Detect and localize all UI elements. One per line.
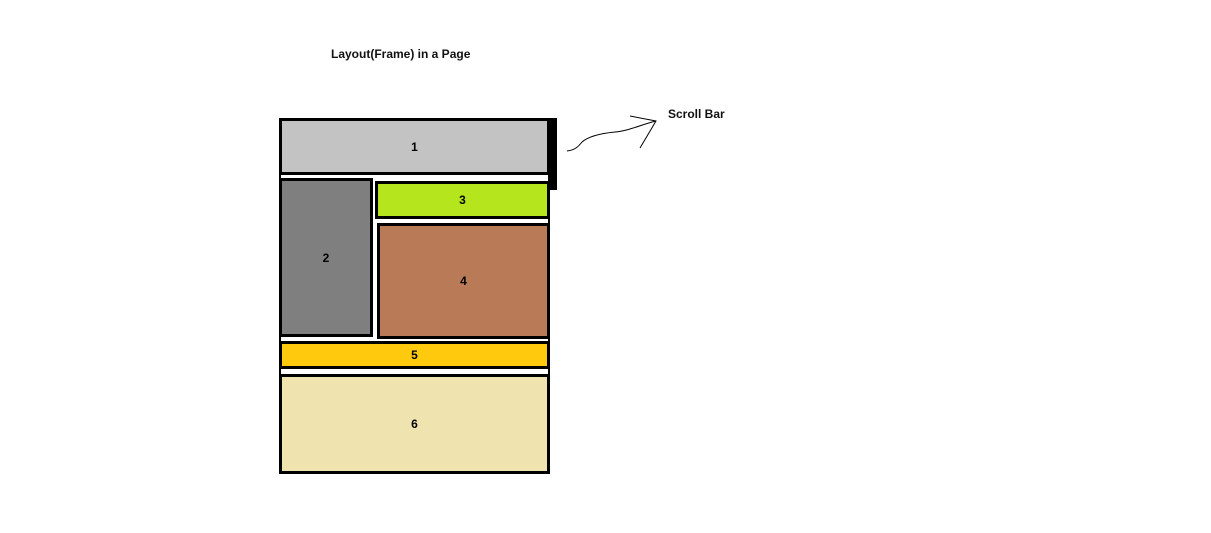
frame-2-label: 2	[322, 250, 330, 265]
frame-3-label: 3	[459, 193, 466, 207]
frame-5: 5	[279, 341, 550, 369]
frame-3: 3	[375, 181, 550, 219]
frame-6: 6	[279, 374, 550, 474]
scroll-bar[interactable]	[550, 118, 557, 190]
frame-6-label: 6	[411, 417, 418, 431]
frame-4-label: 4	[460, 274, 467, 288]
frame-1: 1	[279, 118, 550, 175]
frame-5-label: 5	[411, 348, 418, 362]
frame-4: 4	[377, 223, 550, 339]
frame-1-label: 1	[411, 139, 418, 154]
diagram-title: Layout(Frame) in a Page	[331, 47, 471, 61]
frame-2: 2	[279, 178, 373, 337]
scroll-bar-label: Scroll Bar	[668, 107, 725, 121]
